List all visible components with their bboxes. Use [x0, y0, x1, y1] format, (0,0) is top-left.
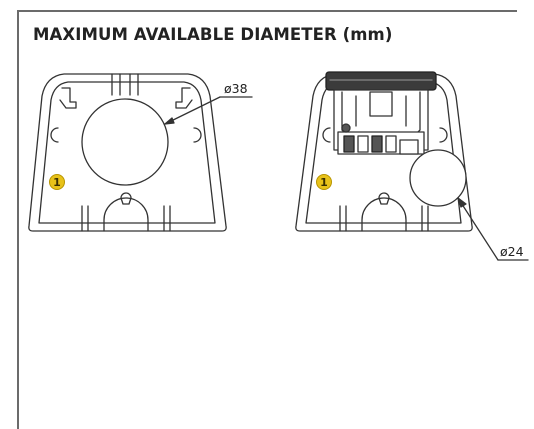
right-view-right-notch — [439, 127, 448, 143]
right-bracket-view — [295, 71, 529, 261]
left-clip-hook — [59, 87, 77, 109]
leader-line-38 — [164, 96, 221, 125]
left-bracket-outline — [28, 73, 227, 232]
cable-hole-24 — [409, 149, 467, 207]
device-top-cap — [325, 71, 437, 91]
right-badge-number: 1 — [320, 176, 328, 189]
left-side-notch — [50, 127, 59, 143]
page-title: MAXIMUM AVAILABLE DIAMETER (mm) — [33, 25, 393, 44]
left-bracket-inner-outline — [38, 81, 216, 224]
left-badge: 1 — [49, 174, 65, 190]
right-side-notch — [193, 127, 202, 143]
right-view-left-notch — [322, 127, 331, 143]
left-bracket-view — [28, 73, 253, 232]
dimension-label-24: ø24 — [500, 244, 524, 259]
frame-top-border — [17, 10, 517, 12]
frame-left-border — [17, 10, 19, 429]
left-bottom-arch — [103, 197, 149, 232]
cable-hole-38 — [81, 98, 169, 186]
right-bottom-key — [378, 192, 390, 205]
left-badge-number: 1 — [53, 176, 61, 189]
leader-line-24 — [457, 197, 499, 261]
right-badge: 1 — [316, 174, 332, 190]
right-bottom-arch — [361, 197, 407, 232]
right-clip-hook — [175, 87, 193, 109]
dimension-label-38: ø38 — [224, 81, 248, 96]
left-bottom-key — [120, 192, 132, 205]
